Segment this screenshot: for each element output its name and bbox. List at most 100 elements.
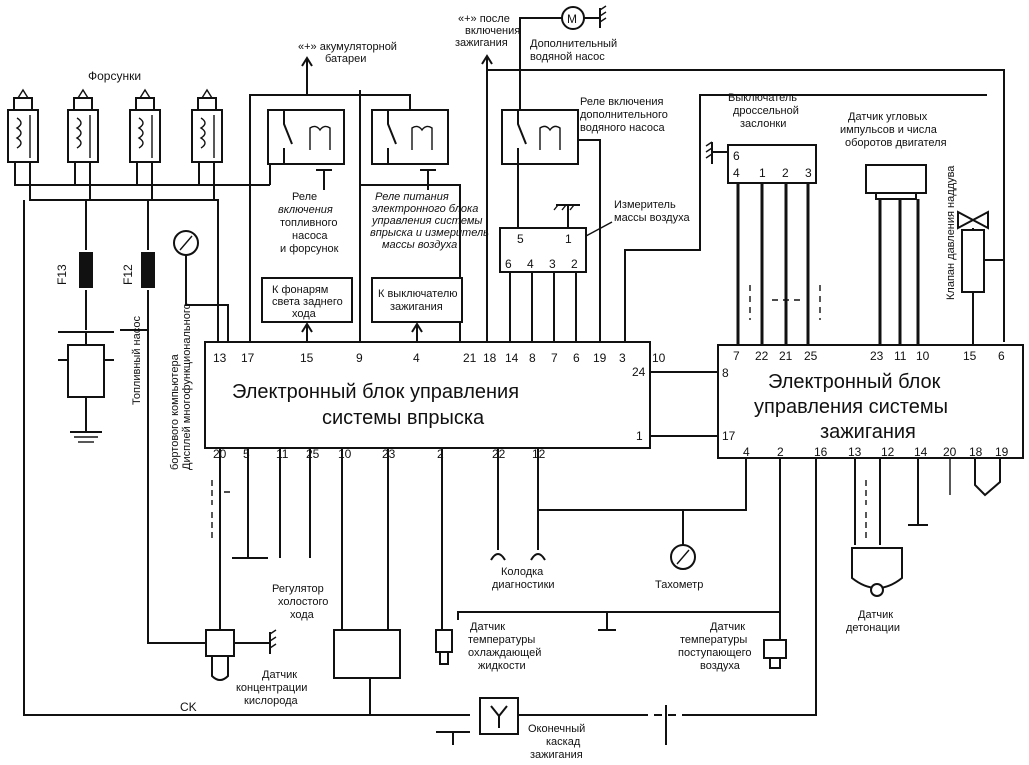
af-pin-3: 3	[549, 257, 556, 271]
ign-label-3: зажигания	[455, 37, 508, 49]
ecu-inj-title-1: Электронный блок управления	[232, 381, 519, 403]
af-pin-5: 5	[517, 232, 524, 246]
ecu-inj-pin-top: 15	[300, 351, 314, 365]
ecu-ign-pin-bottom: 4	[743, 445, 750, 459]
injectors-group: Форсунки	[7, 69, 270, 342]
coolant-label-2: температуры	[468, 634, 535, 646]
ecu-inj-pin-top: 14	[505, 351, 519, 365]
ecu-ign-pin-top: 15	[963, 349, 977, 363]
fuel-pump	[58, 331, 114, 443]
boost-valve	[957, 210, 1004, 345]
fuses-group: F13 F12 Топливный насос	[23, 200, 470, 716]
supply-group: «+» акумуляторной батареи «+» после вклю…	[249, 5, 1005, 342]
airflow-label-1: Измеритель	[614, 199, 676, 211]
relay-ecu-label-2: электронного блока	[372, 203, 478, 215]
ecu-ign-pin-top: 10	[916, 349, 930, 363]
output-label-3: зажигания	[530, 749, 583, 761]
throttle-pin: 2	[782, 166, 789, 180]
ecu-ign-pin-left: 17	[722, 429, 736, 443]
ecu-inj-pin-bottom: 25	[306, 447, 320, 461]
idle-label-1: Регулятор	[272, 583, 324, 595]
ecu-ign-pin-bottom: 19	[995, 445, 1009, 459]
boost-valve-label: Клапан давления наддува	[945, 165, 957, 300]
injector-4	[191, 88, 223, 163]
throttle-switch: 6 4 1 2 3	[705, 141, 821, 345]
ecu-inj-pin-right: 1	[636, 429, 643, 443]
o2-label-1: Датчик	[262, 669, 297, 681]
tail-lights-label-2: света заднего	[272, 296, 343, 308]
knock-label-1: Датчик	[858, 609, 893, 621]
throttle-pin: 6	[733, 149, 740, 163]
output-stage	[436, 458, 817, 745]
diag-label-1: Колодка	[501, 566, 544, 578]
output-label-2: каскад	[546, 736, 581, 748]
ecu-ign-pin-top: 21	[779, 349, 793, 363]
ecu-inj-pin-top: 18	[483, 351, 497, 365]
intake-label-1: Датчик	[710, 621, 745, 633]
relay-pump-label-1: Реле включения	[580, 96, 663, 108]
throttle-pin: 4	[733, 166, 740, 180]
throttle-pin: 1	[759, 166, 766, 180]
relay-ecu-label-1: Реле питания	[375, 191, 449, 203]
ecu-inj-pin-bottom: 11	[276, 447, 289, 461]
ecu-inj-pin-top: 3	[619, 351, 626, 365]
ecu-inj-title-2: системы впрыска	[322, 407, 485, 429]
fuel-pump-label: Топливный насос	[131, 316, 143, 405]
tail-lights-box: К фонарям света заднего хода	[261, 277, 353, 342]
ck-label: CK	[180, 700, 197, 714]
crank-sensor	[865, 164, 927, 345]
ign-label-2: включения	[465, 25, 520, 37]
output-label-1: Оконечный	[528, 723, 585, 735]
relay-ecu-label-4: впрыска и измеритель	[370, 227, 489, 239]
display-group: Дисплей многофункционального бортового к…	[169, 230, 229, 470]
pump-label-1: Дополнительный	[530, 38, 617, 50]
relay-ecu-label-3: управления системы	[371, 215, 483, 227]
knock-label-2: детонации	[846, 622, 900, 634]
relay-fuel-label-4: насоса	[292, 230, 328, 242]
ecu-ign-pin-top: 6	[998, 349, 1005, 363]
crank-label-3: оборотов двигателя	[845, 137, 947, 149]
ign-switch-box: К выключателю зажигания	[371, 277, 463, 342]
ecu-ign-pin-top: 22	[755, 349, 769, 363]
relay-fuel-label-5: и форсунок	[280, 243, 339, 255]
tacho-label: Тахометр	[655, 579, 703, 591]
ecu-ignition: Электронный блок управления системы зажи…	[717, 344, 1024, 459]
relay-pump-label-2: дополнительного	[580, 109, 668, 121]
throttle-pin: 3	[805, 166, 812, 180]
relay-pump	[501, 109, 601, 342]
ecu-inj-pin-top: 10	[652, 351, 666, 365]
diag-label-2: диагностики	[492, 579, 555, 591]
injectors-label: Форсунки	[88, 69, 141, 83]
ecu-inj-pin-top: 17	[241, 351, 255, 365]
ecu-inj-pin-top: 6	[573, 351, 580, 365]
ign-label-1: «+» после	[458, 13, 510, 25]
pump-label-2: водяной насос	[530, 51, 605, 63]
o2-label-2: концентрации	[236, 682, 307, 694]
ecu-ign-pin-bottom: 12	[881, 445, 895, 459]
ecu-ign-pin-top: 7	[733, 349, 740, 363]
intake-sensor	[763, 458, 787, 669]
af-pin-2: 2	[571, 257, 578, 271]
idle-label-2: холостого	[278, 596, 328, 608]
crank-label-1: Датчик угловых	[848, 111, 928, 123]
fuse-f12: F12	[121, 264, 135, 285]
fuse-f13: F13	[55, 264, 69, 285]
injector-3	[129, 88, 161, 163]
ecu-ign-pin-bottom: 13	[848, 445, 862, 459]
ecu-ign-pin-left: 8	[722, 366, 729, 380]
coolant-label-1: Датчик	[470, 621, 505, 633]
tachometer	[670, 510, 696, 570]
relay-fuel	[267, 109, 345, 190]
tail-lights-label-1: К фонарям	[272, 284, 328, 296]
af-pin-1: 1	[565, 232, 572, 246]
water-pump: M	[519, 5, 607, 110]
relay-pump-label-3: водяного насоса	[580, 122, 666, 134]
ecu-inj-pin-bottom: 5	[243, 447, 250, 461]
ecu-inj-pin-top: 19	[593, 351, 607, 365]
ecu-inj-pin-top: 9	[356, 351, 363, 365]
ecu-inj-pin-right: 24	[632, 365, 646, 379]
ecu-ign-title-2: управления системы	[754, 396, 948, 418]
injector-1	[7, 88, 39, 163]
o2-label-3: кислорода	[244, 695, 299, 707]
throttle-label-3: заслонки	[740, 118, 786, 130]
